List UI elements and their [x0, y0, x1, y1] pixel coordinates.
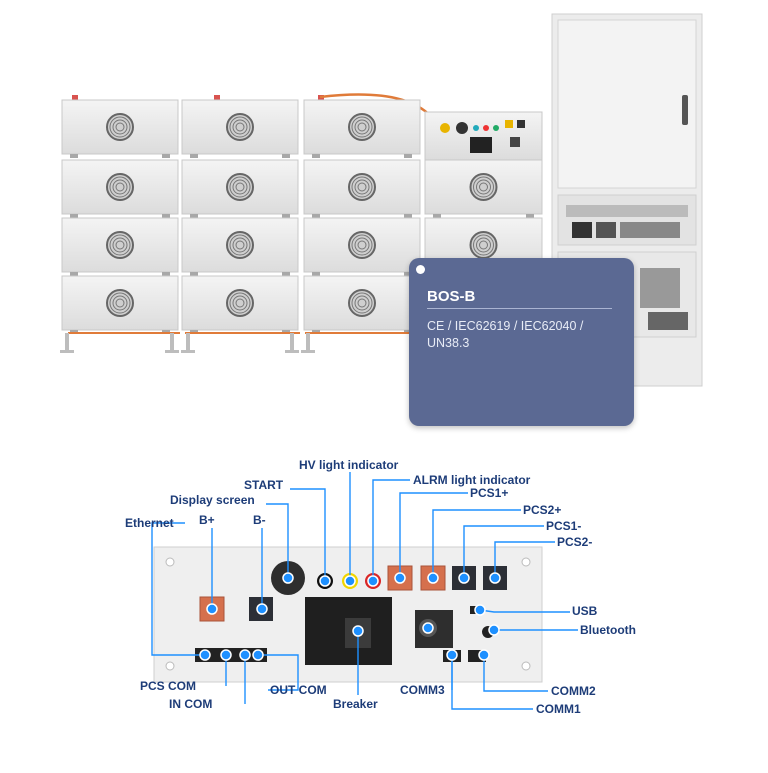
battery-module: [304, 160, 420, 218]
leader-marker: [423, 623, 433, 633]
fan-icon: [227, 232, 253, 258]
hv-control-box: [425, 112, 542, 160]
label-pcs2-minus: PCS2-: [557, 535, 592, 549]
label-out-com: OUT COM: [270, 683, 327, 697]
card-dot: [416, 265, 425, 274]
card-divider: [427, 308, 612, 309]
fan-icon: [227, 174, 253, 200]
fan-icon: [107, 290, 133, 316]
battery-module: [182, 160, 298, 218]
fan-icon: [227, 114, 253, 140]
leader-marker: [353, 626, 363, 636]
label-start: START: [244, 478, 284, 492]
label-pcs-com: PCS COM: [140, 679, 196, 693]
leader-marker: [459, 573, 469, 583]
leader-marker: [428, 573, 438, 583]
leader-marker: [447, 650, 457, 660]
leader-marker: [221, 650, 231, 660]
leader-marker: [345, 576, 355, 586]
label-in-com: IN COM: [169, 697, 212, 711]
battery-module: [182, 276, 298, 334]
card-title: BOS-B: [427, 288, 475, 305]
label-hv-light: HV light indicator: [299, 458, 399, 472]
label-comm3: COMM3: [400, 683, 445, 697]
label-b-minus: B-: [253, 513, 266, 527]
fan-icon: [227, 290, 253, 316]
battery-module: [304, 276, 420, 334]
label-breaker: Breaker: [333, 697, 378, 711]
leader-marker: [489, 625, 499, 635]
battery-module: [62, 160, 178, 218]
leader-marker: [490, 573, 500, 583]
battery-module: [304, 218, 420, 276]
battery-module: [62, 276, 178, 334]
fan-icon: [349, 174, 375, 200]
leader-marker: [253, 650, 263, 660]
label-pcs1-plus: PCS1+: [470, 486, 508, 500]
leader-marker: [475, 605, 485, 615]
label-alrm-light: ALRM light indicator: [413, 473, 531, 487]
leader-marker: [368, 576, 378, 586]
certification-card: BOS-B CE / IEC62619 / IEC62040 / UN38.3: [409, 258, 634, 426]
label-b-plus: B+: [199, 513, 215, 527]
battery-module: [62, 218, 178, 276]
fan-icon: [349, 114, 375, 140]
leader-marker: [207, 604, 217, 614]
leader-marker: [240, 650, 250, 660]
fan-icon: [107, 232, 133, 258]
label-display-screen: Display screen: [170, 493, 255, 507]
label-comm1: COMM1: [536, 702, 581, 716]
battery-module: [425, 160, 542, 218]
card-certifications: CE / IEC62619 / IEC62040 / UN38.3: [427, 318, 627, 352]
leader-marker: [283, 573, 293, 583]
leader-marker: [479, 650, 489, 660]
leader-marker: [320, 576, 330, 586]
battery-module: [62, 100, 178, 158]
leader-marker: [200, 650, 210, 660]
label-bluetooth: Bluetooth: [580, 623, 636, 637]
label-usb: USB: [572, 604, 598, 618]
label-comm2: COMM2: [551, 684, 596, 698]
leader-marker: [257, 604, 267, 614]
battery-module: [182, 100, 298, 158]
battery-module: [182, 218, 298, 276]
fan-icon: [471, 232, 497, 258]
label-ethernet: Ethernet: [125, 516, 174, 530]
fan-icon: [471, 174, 497, 200]
fan-icon: [107, 114, 133, 140]
fan-icon: [349, 290, 375, 316]
fan-icon: [349, 232, 375, 258]
leader-marker: [395, 573, 405, 583]
battery-module: [304, 100, 420, 158]
label-pcs2-plus: PCS2+: [523, 503, 561, 517]
fan-icon: [107, 174, 133, 200]
label-pcs1-minus: PCS1-: [546, 519, 581, 533]
